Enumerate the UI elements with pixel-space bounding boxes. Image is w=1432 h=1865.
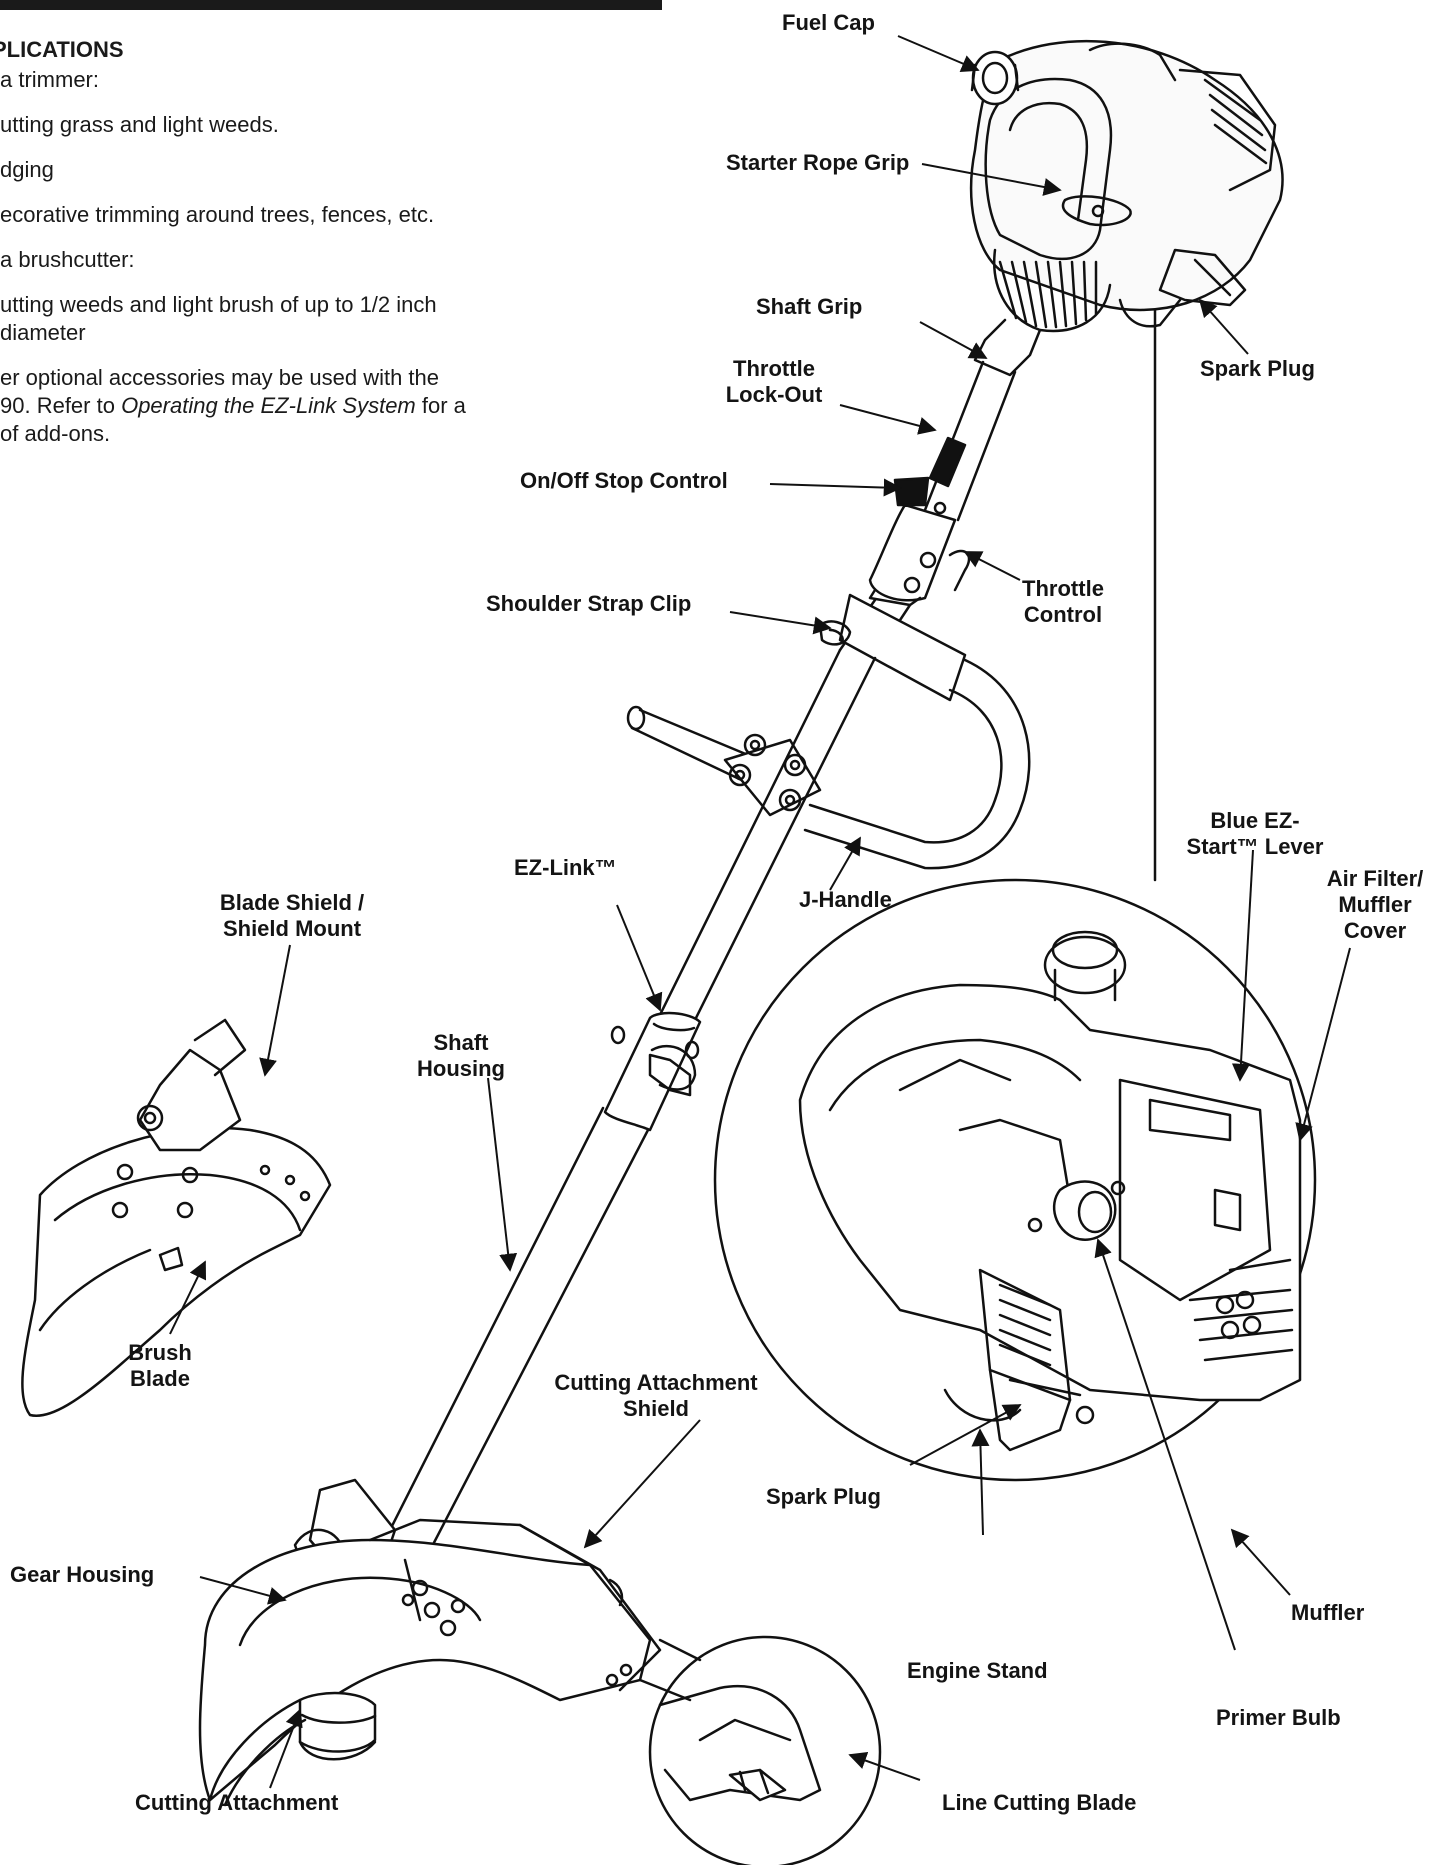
main-shaft [388, 648, 877, 1562]
label-air-filter-line2: Muffler [1338, 892, 1412, 917]
label-fuel-cap: Fuel Cap [782, 10, 875, 35]
label-throttle-lockout: Throttle Lock-Out [710, 356, 838, 408]
applications-heading: PLICATIONS [0, 37, 124, 62]
line-cutting-detail [648, 1635, 882, 1865]
label-shaft-housing-line1: Shaft [433, 1030, 489, 1055]
header-rule [0, 0, 662, 10]
engine-head [969, 39, 1284, 333]
callout-arrows [169, 35, 1351, 1789]
accessories-line: 90. Refer to Operating the EZ-Link Syste… [0, 392, 600, 420]
label-gear-housing: Gear Housing [10, 1562, 155, 1587]
label-starter-rope-grip: Starter Rope Grip [726, 150, 910, 175]
label-brush-blade: Brush Blade [112, 1340, 208, 1392]
label-shaft-housing-line2: Housing [417, 1056, 505, 1081]
label-blade-shield-line2: Shield Mount [222, 916, 362, 941]
label-air-filter-line1: Air Filter/ [1326, 866, 1424, 891]
label-ez-link: EZ-Link™ [514, 855, 617, 880]
trimmer-item: utting grass and light weeds. [0, 112, 279, 137]
label-throttle-control-line1: Throttle [1022, 576, 1104, 601]
label-line-cutting-blade: Line Cutting Blade [942, 1790, 1137, 1815]
accessories-suffix: for a [415, 393, 466, 418]
label-muffler: Muffler [1291, 1600, 1365, 1625]
label-blue-ez-line1: Blue EZ- [1210, 808, 1300, 833]
trimmer-head [198, 1478, 662, 1807]
label-blade-shield-line1: Blade Shield / [219, 890, 365, 915]
label-shaft-housing: Shaft Housing [396, 1030, 526, 1082]
brushcutter-item: utting weeds and light brush of up to 1/… [0, 292, 437, 317]
j-handle-assembly [626, 593, 1031, 870]
label-blue-ez-line2: Start™ Lever [1186, 834, 1324, 859]
accessories-line: er optional accessories may be used with… [0, 365, 440, 390]
accessories-prefix: 90. Refer to [0, 393, 122, 418]
trimmer-item: ecorative trimming around trees, fences,… [0, 202, 435, 227]
label-on-off-stop-control: On/Off Stop Control [520, 468, 728, 493]
label-brush-blade-line1: Brush [128, 1340, 192, 1365]
line-detail-connector [658, 1638, 702, 1662]
label-cutting-shield-line1: Cutting Attachment [554, 1370, 758, 1395]
label-spark-plug-top: Spark Plug [1200, 356, 1315, 381]
label-j-handle: J-Handle [799, 887, 892, 912]
label-throttle-control: Throttle Control [1008, 576, 1118, 628]
label-shaft-grip: Shaft Grip [756, 294, 863, 319]
label-blue-ez-start-lever: Blue EZ- Start™ Lever [1170, 808, 1340, 860]
label-throttle-lockout-line2: Lock-Out [725, 382, 823, 407]
label-throttle-control-line2: Control [1023, 602, 1103, 627]
label-cutting-attachment-shield: Cutting Attachment Shield [536, 1370, 776, 1422]
blade-shield-detail [21, 1018, 332, 1417]
label-blade-shield-mount: Blade Shield / Shield Mount [212, 890, 372, 942]
trimmer-item: dging [0, 157, 54, 182]
trimmer-intro: a trimmer: [0, 67, 99, 92]
label-cutting-shield-line2: Shield [622, 1396, 689, 1421]
label-brush-blade-line2: Blade [130, 1366, 190, 1391]
label-cutting-attachment: Cutting Attachment [135, 1790, 339, 1815]
label-engine-stand: Engine Stand [907, 1658, 1048, 1683]
accessories-italic: Operating the EZ-Link System [121, 393, 416, 418]
label-air-filter-line3: Cover [1343, 918, 1407, 943]
label-throttle-lockout-line1: Throttle [733, 356, 815, 381]
label-primer-bulb: Primer Bulb [1216, 1705, 1341, 1730]
engine-detail-circle [713, 878, 1317, 1482]
label-air-filter-muffler-cover: Air Filter/ Muffler Cover [1318, 866, 1432, 944]
accessories-line: of add-ons. [0, 421, 111, 446]
label-spark-plug-detail: Spark Plug [766, 1484, 881, 1509]
applications-section: PLICATIONS a trimmer: utting grass and l… [0, 36, 600, 448]
brushcutter-item-cont: diameter [0, 320, 86, 345]
brushcutter-intro: a brushcutter: [0, 247, 135, 272]
label-shoulder-strap-clip: Shoulder Strap Clip [486, 591, 692, 616]
